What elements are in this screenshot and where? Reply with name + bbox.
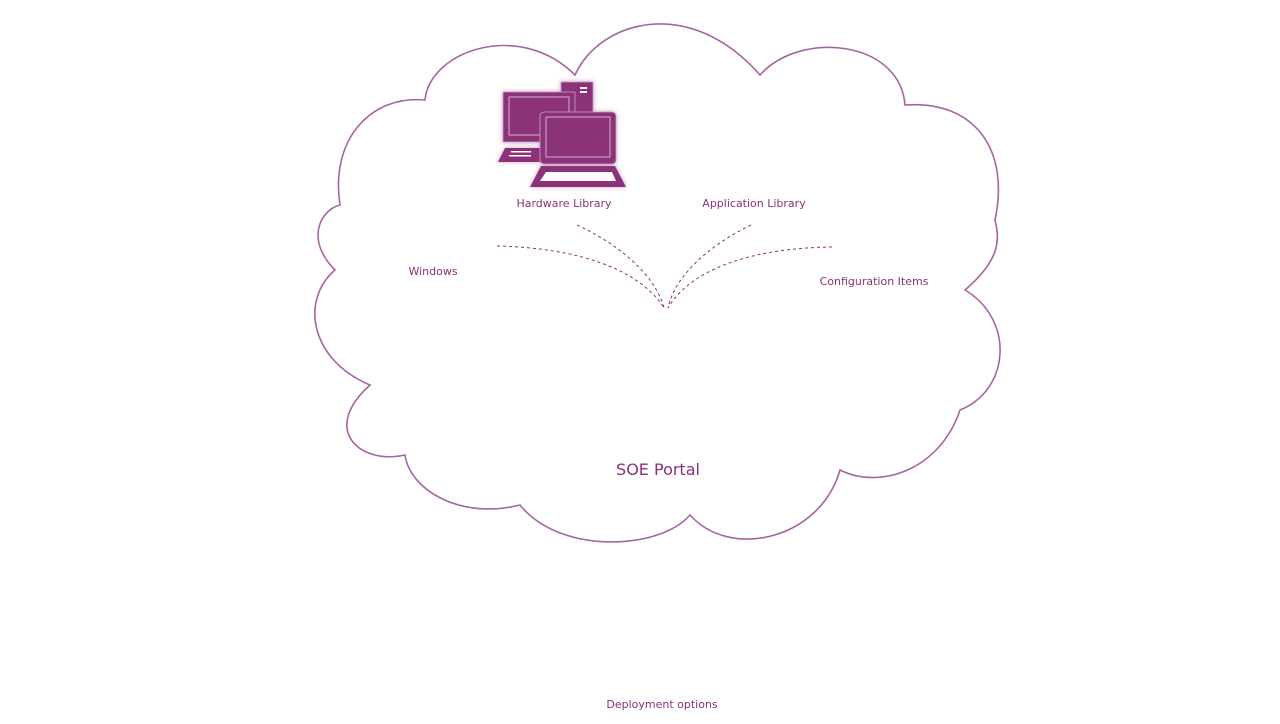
computer-laptop-icon xyxy=(498,81,626,187)
soe-portal-label: SOE Portal xyxy=(616,460,700,479)
dashed-connectors xyxy=(496,224,833,309)
application-library-label: Application Library xyxy=(702,197,806,210)
connector-application xyxy=(667,224,752,309)
hardware-library-label: Hardware Library xyxy=(516,197,612,210)
cloud-outline xyxy=(314,23,1001,543)
connector-hardware xyxy=(576,224,665,309)
deployment-options-label: Deployment options xyxy=(606,698,718,711)
connector-windows xyxy=(496,245,665,309)
connector-config xyxy=(667,246,833,309)
windows-label: Windows xyxy=(408,265,458,278)
configuration-items-label: Configuration Items xyxy=(819,275,929,288)
